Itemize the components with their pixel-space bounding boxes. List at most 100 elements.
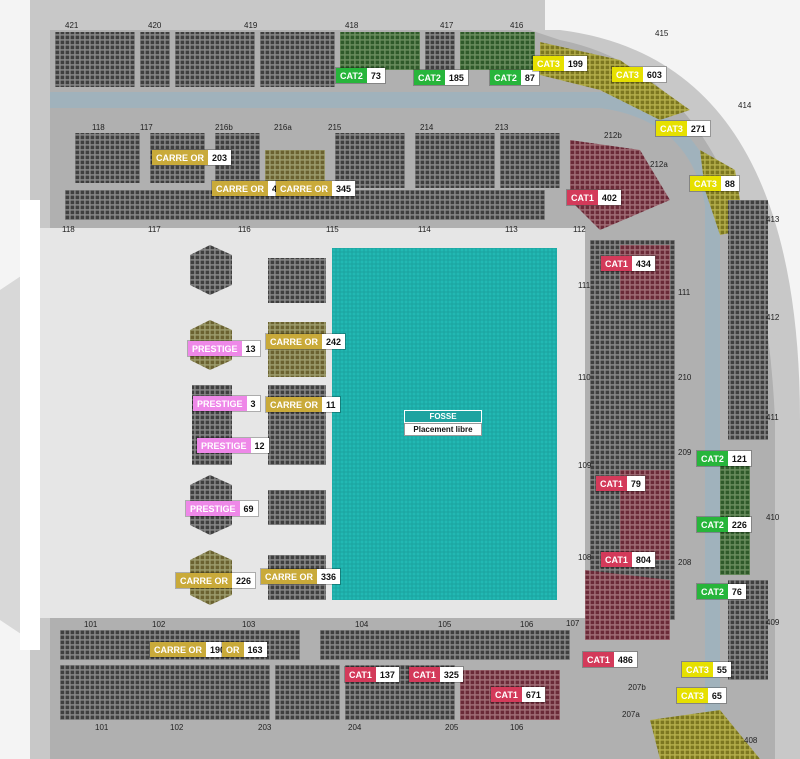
category-label: CARRE OR <box>152 150 209 165</box>
section-label: 421 <box>65 21 79 30</box>
section-label: 411 <box>766 413 779 422</box>
section-label: 204 <box>348 723 362 732</box>
category-label: CARRE OR <box>212 181 269 196</box>
category-label: CAT1 <box>567 190 598 205</box>
section-label: 109 <box>578 461 592 470</box>
section-label: 101 <box>95 723 109 732</box>
section-label: 107 <box>566 619 580 628</box>
section-labels: 421 420 419 418 417 416 415 414 413 412 … <box>62 21 780 745</box>
seat-count: 345 <box>332 181 356 196</box>
category-label: CARRE OR <box>176 573 233 588</box>
category-label: CAT1 <box>491 687 522 702</box>
seat-count: 73 <box>366 68 385 83</box>
category-label: CAT1 <box>409 667 440 682</box>
section-label: 103 <box>242 620 256 629</box>
section-label: 413 <box>766 215 780 224</box>
section-label: 203 <box>258 723 272 732</box>
seat-count: 325 <box>439 667 463 682</box>
seat-count: 402 <box>597 190 621 205</box>
category-label: CARRE OR <box>150 642 207 657</box>
seat-count: 603 <box>642 67 666 82</box>
section-label: 212b <box>604 131 622 140</box>
section-label: 108 <box>578 553 592 562</box>
section-label: 214 <box>420 123 434 132</box>
section-label: 416 <box>510 21 524 30</box>
category-label: CARRE OR <box>266 397 323 412</box>
category-label: CAT1 <box>583 652 614 667</box>
seat-count: 271 <box>686 121 710 136</box>
section-label: 420 <box>148 21 162 30</box>
seat-count: 79 <box>626 476 645 491</box>
category-label: CAT1 <box>601 256 632 271</box>
availability-badge[interactable]: CARRE OR44 <box>212 181 287 196</box>
category-label: CAT3 <box>682 662 713 677</box>
section-label: 419 <box>244 21 258 30</box>
seat-count: 121 <box>727 451 751 466</box>
section-label: 210 <box>678 373 692 382</box>
section-label: 213 <box>495 123 509 132</box>
seat-count: 804 <box>631 552 655 567</box>
section-label: 118 <box>62 225 75 234</box>
seat-count: 13 <box>241 341 260 356</box>
section-label: 102 <box>170 723 184 732</box>
fosse-title: FOSSE <box>404 410 482 423</box>
seat-count: 11 <box>322 397 340 412</box>
section-label: 115 <box>326 225 339 234</box>
seat-count: 226 <box>232 573 256 588</box>
seat-count: 242 <box>322 334 346 349</box>
category-label: CAT2 <box>490 70 521 85</box>
category-label: OR <box>222 642 244 657</box>
category-label: PRESTIGE <box>186 501 240 516</box>
seat-count: 336 <box>317 569 341 584</box>
seat-count: 671 <box>521 687 545 702</box>
section-label: 110 <box>578 373 591 382</box>
section-label: 216b <box>215 123 233 132</box>
section-label: 205 <box>445 723 459 732</box>
fosse-label[interactable]: FOSSE Placement libre <box>404 410 482 436</box>
section-label: 117 <box>140 123 153 132</box>
section-label: 111 <box>578 281 591 290</box>
section-label: 212a <box>650 160 668 169</box>
section-label: 409 <box>766 618 780 627</box>
section-label: 114 <box>418 225 431 234</box>
seat-count: 69 <box>239 501 258 516</box>
section-label: 408 <box>744 736 758 745</box>
category-label: CAT1 <box>596 476 627 491</box>
category-label: PRESTIGE <box>193 396 247 411</box>
seat-count: 203 <box>208 150 232 165</box>
seat-count: 12 <box>250 438 269 453</box>
